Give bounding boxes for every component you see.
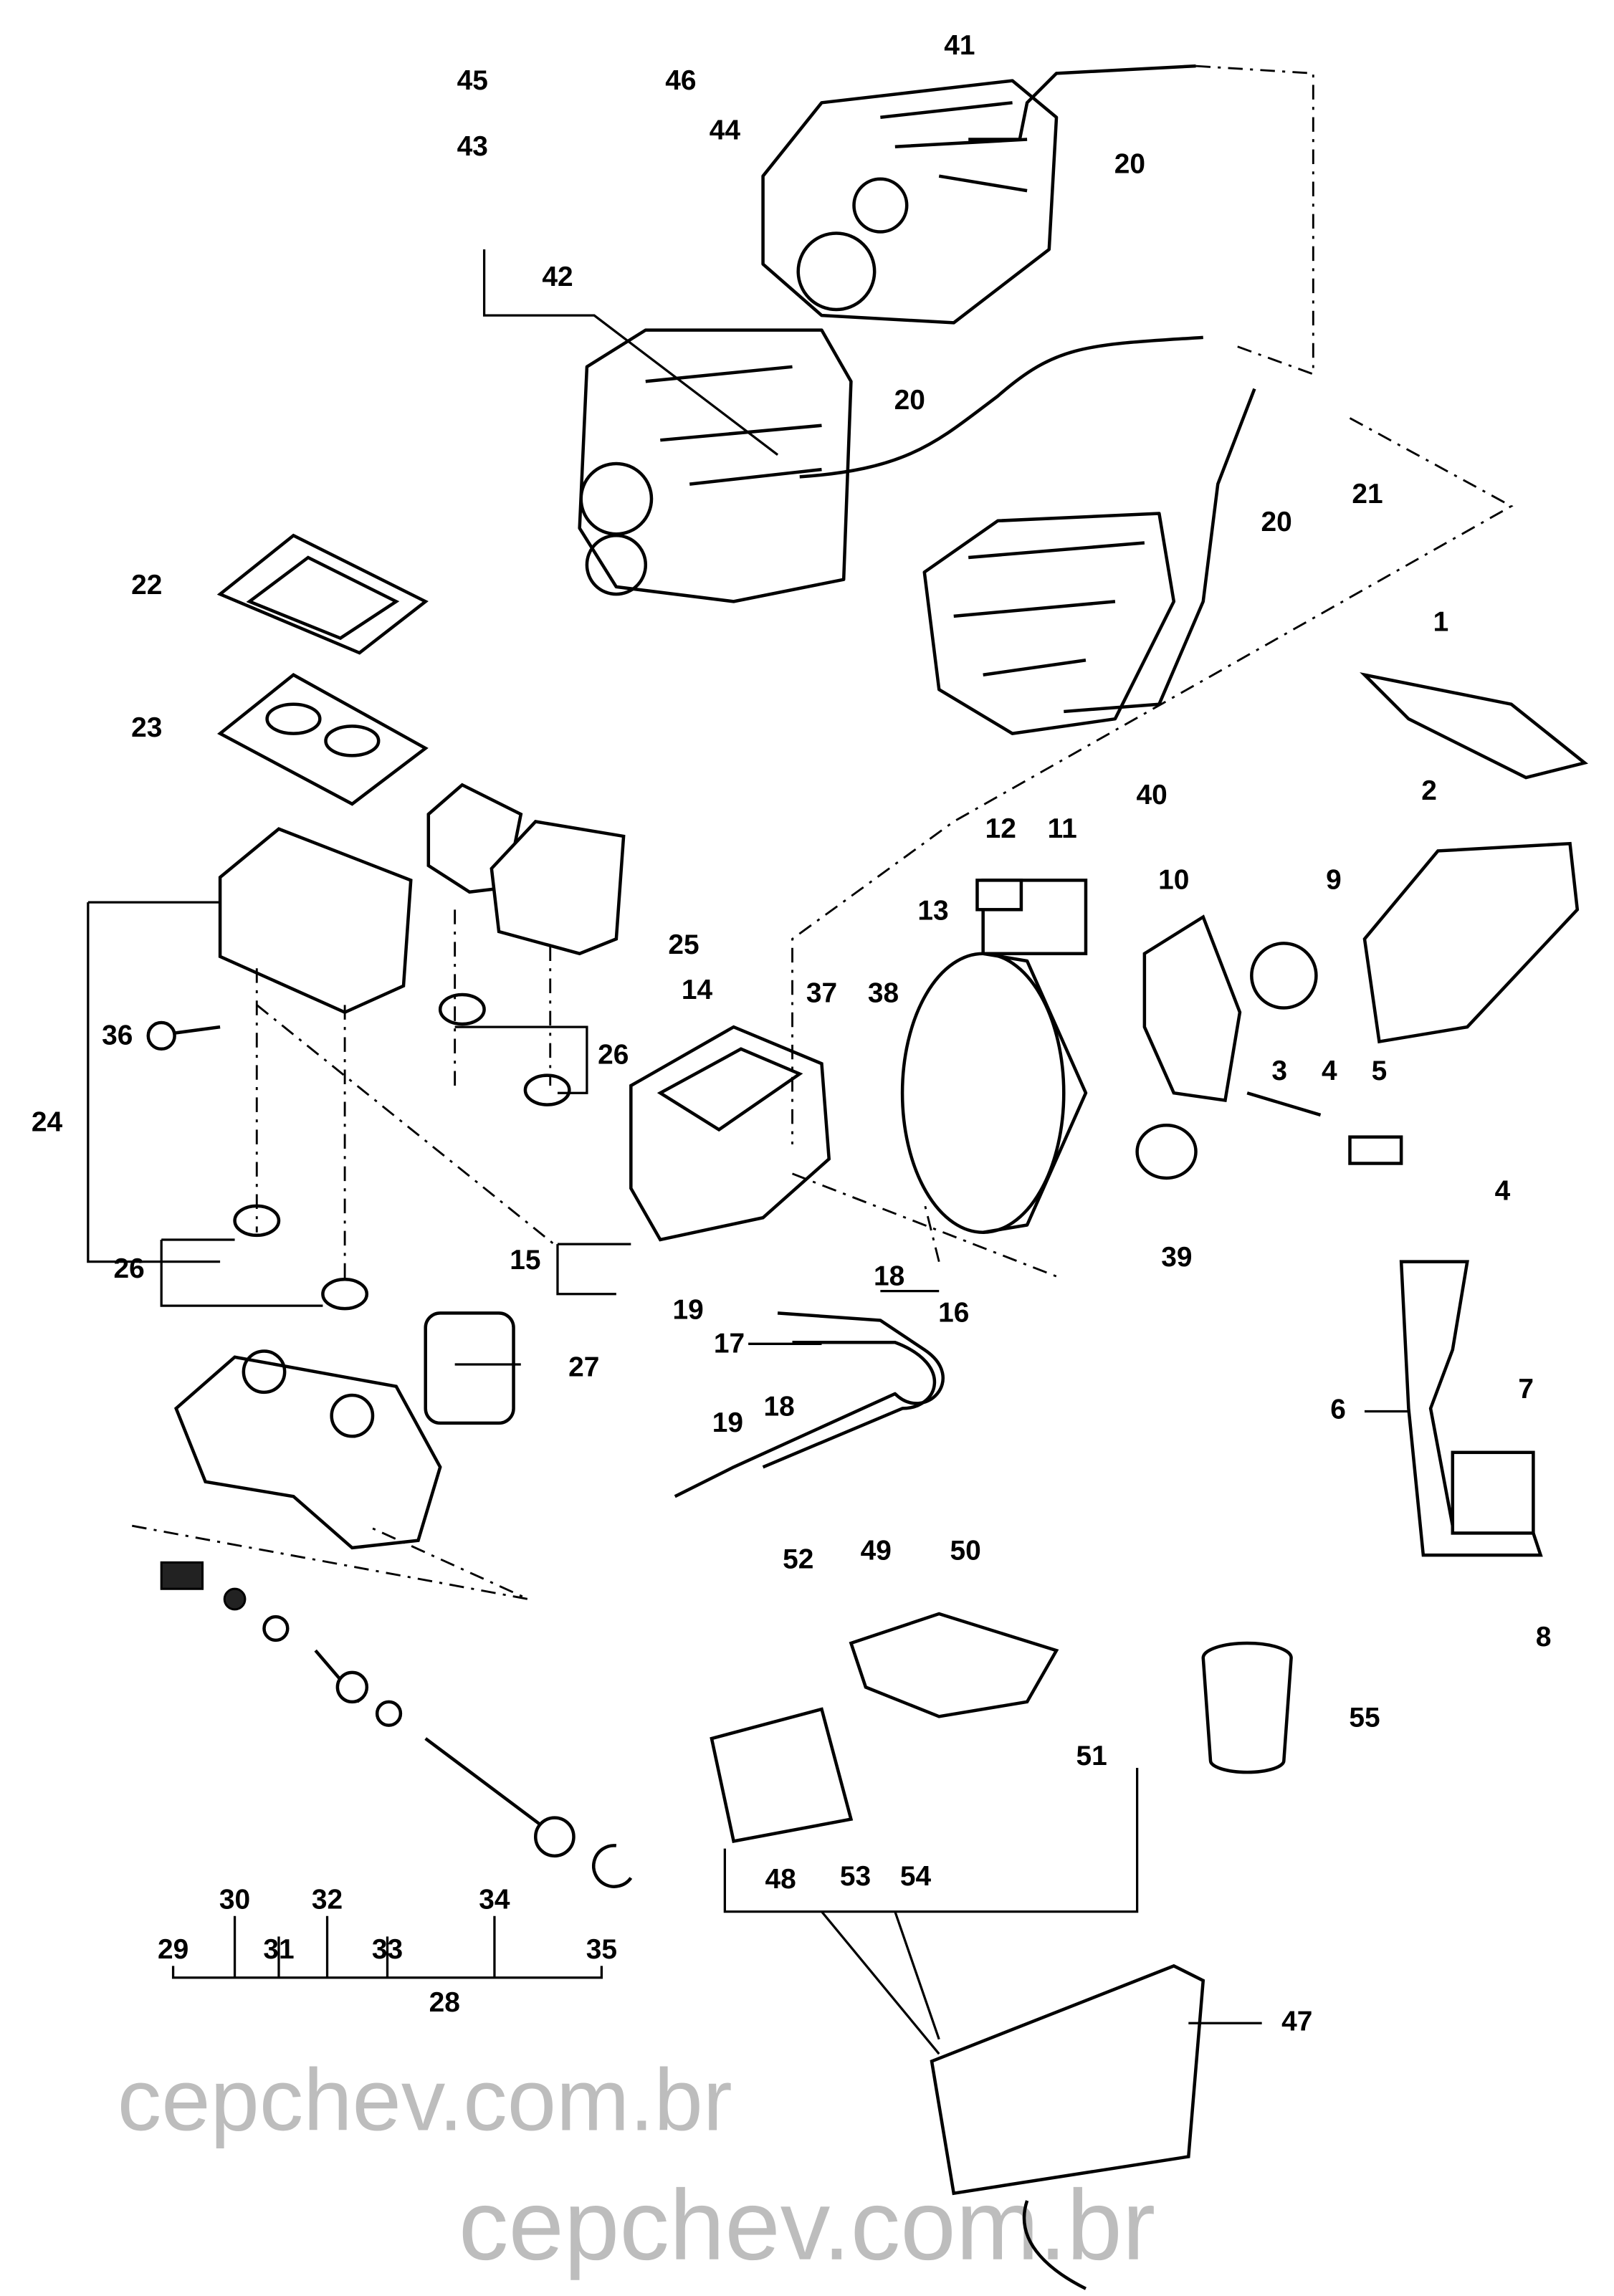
callout-4: 4 (1322, 1056, 1337, 1086)
callout-28: 28 (429, 1987, 460, 2018)
callout-4: 4 (1495, 1176, 1511, 1207)
callout-33: 33 (372, 1934, 403, 1965)
callout-52: 52 (783, 1544, 813, 1575)
callout-14: 14 (682, 975, 713, 1005)
engine-top (761, 64, 1196, 325)
callout-9: 9 (1326, 865, 1342, 896)
callout-30: 30 (219, 1885, 250, 1915)
callout-37: 37 (806, 977, 837, 1008)
callout-19: 19 (673, 1295, 704, 1326)
callout-38: 38 (868, 977, 899, 1008)
callout-54: 54 (900, 1861, 932, 1892)
callout-36: 36 (102, 1020, 133, 1051)
callout-3: 3 (1271, 1056, 1287, 1086)
callout-26: 26 (598, 1039, 629, 1070)
callout-17: 17 (714, 1329, 745, 1359)
callout-1: 1 (1433, 606, 1449, 637)
callout-35: 35 (586, 1934, 617, 1965)
watermarks: cepchev.com.br cepchev.com.br (118, 2052, 1155, 2281)
piston-kit (160, 1561, 633, 1888)
callout-20: 20 (894, 385, 925, 416)
callout-32: 32 (312, 1885, 343, 1915)
master-cylinder (173, 1025, 831, 1550)
callout-19: 19 (712, 1407, 743, 1438)
watermark-upper: cepchev.com.br (118, 2052, 732, 2150)
callout-42: 42 (542, 262, 573, 292)
callout-5: 5 (1372, 1056, 1388, 1086)
callout-45: 45 (457, 65, 488, 96)
abs-module (710, 1612, 1293, 2290)
callout-50: 50 (950, 1535, 980, 1566)
reservoir-parts (146, 533, 626, 1311)
callout-43: 43 (457, 131, 488, 162)
callout-40: 40 (1136, 780, 1167, 810)
callout-23: 23 (131, 712, 162, 743)
callout-24: 24 (32, 1106, 63, 1137)
callout-47: 47 (1281, 2006, 1312, 2037)
callout-26: 26 (114, 1253, 145, 1284)
callout-53: 53 (840, 1861, 871, 1892)
callout-31: 31 (263, 1934, 294, 1965)
callout-46: 46 (665, 65, 696, 96)
callout-34: 34 (479, 1885, 510, 1915)
callout-7: 7 (1518, 1374, 1534, 1405)
callout-18: 18 (763, 1392, 794, 1422)
callout-22: 22 (131, 570, 162, 601)
callout-6: 6 (1330, 1395, 1346, 1425)
callout-49: 49 (861, 1535, 892, 1566)
callout-41: 41 (944, 30, 975, 61)
callout-48: 48 (765, 1864, 796, 1895)
callout-18: 18 (874, 1261, 904, 1291)
callout-51: 51 (1076, 1741, 1107, 1771)
callout-21: 21 (1352, 479, 1383, 510)
callout-20: 20 (1114, 149, 1145, 180)
callout-44: 44 (710, 115, 741, 146)
callout-25: 25 (668, 929, 699, 960)
callout-13: 13 (917, 896, 948, 927)
leader-lines (87, 249, 1409, 2055)
callout-8: 8 (1536, 1622, 1552, 1652)
dash-lines (131, 64, 1514, 1600)
callout-39: 39 (1161, 1242, 1192, 1273)
callout-15: 15 (510, 1245, 540, 1276)
callout-27: 27 (568, 1352, 599, 1382)
callout-20: 20 (1261, 507, 1292, 537)
callout-29: 29 (158, 1934, 188, 1965)
callout-10: 10 (1158, 865, 1189, 896)
callout-55: 55 (1349, 1703, 1380, 1733)
callout-2: 2 (1421, 775, 1437, 806)
callout-11: 11 (1048, 813, 1077, 844)
engine-lower (922, 388, 1256, 735)
brake-lines (674, 1311, 945, 1498)
engine-middle (578, 328, 1203, 603)
watermark-bottom: cepchev.com.br (459, 2169, 1155, 2281)
callout-16: 16 (938, 1298, 969, 1329)
booster (900, 672, 1589, 1557)
callout-12: 12 (985, 813, 1016, 844)
